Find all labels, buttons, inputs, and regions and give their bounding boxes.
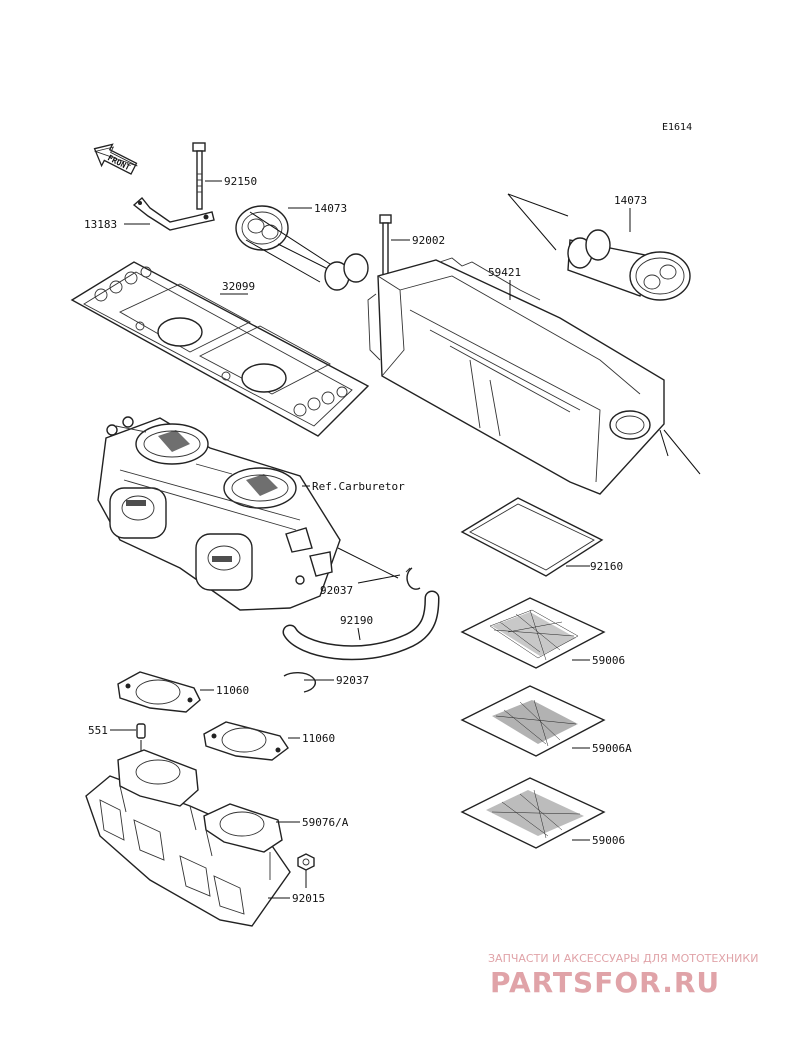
gasket-11060-lower <box>203 721 300 761</box>
watermark-brand: PARTSFOR.RU <box>490 966 720 999</box>
label-ref-carburetor: Ref.Carburetor <box>312 480 405 493</box>
label-92037-upper: 92037 <box>320 584 353 597</box>
gasket-11060-upper <box>117 671 214 713</box>
seal-92160 <box>460 497 604 577</box>
label-14073-right: 14073 <box>614 194 647 207</box>
label-92150: 92150 <box>224 175 257 188</box>
label-14073-left: 14073 <box>314 202 347 215</box>
bracket-13183 <box>124 196 215 231</box>
label-92015: 92015 <box>292 892 325 905</box>
label-92190: 92190 <box>340 614 373 627</box>
label-32099: 32099 <box>222 280 255 293</box>
screen-59006A <box>460 685 606 757</box>
label-11060-lower: 11060 <box>302 732 335 745</box>
label-59006-top: 59006 <box>592 654 625 667</box>
label-92160: 92160 <box>590 560 623 573</box>
front-arrow-icon: FRONT <box>93 143 138 175</box>
nut-92015 <box>268 853 315 899</box>
label-11060-upper: 11060 <box>216 684 249 697</box>
intake-manifold-59076 <box>85 749 300 927</box>
watermark-tagline: ЗАПЧАСТИ И АКСЕССУАРЫ ДЛЯ МОТОТЕХНИКИ <box>488 952 758 965</box>
screen-59006-top <box>460 597 606 669</box>
bolt-92150 <box>192 142 222 210</box>
label-92037-lower: 92037 <box>336 674 369 687</box>
label-59006A: 59006A <box>592 742 632 755</box>
hose-92190 <box>282 590 440 661</box>
label-59076-A: 59076/A <box>302 816 349 829</box>
label-59006-bottom: 59006 <box>592 834 625 847</box>
funnel-14073-left <box>235 205 369 291</box>
label-59421: 59421 <box>488 266 521 279</box>
diagram-code: E1614 <box>662 122 692 133</box>
screen-59006-bottom <box>460 777 606 849</box>
funnel-14073-right <box>567 208 691 301</box>
watermark: ЗАПЧАСТИ И АКСЕССУАРЫ ДЛЯ МОТОТЕХНИКИ PA… <box>488 952 758 999</box>
label-551: 551 <box>88 724 108 737</box>
carburetor-assembly <box>97 416 341 611</box>
label-13183: 13183 <box>84 218 117 231</box>
base-plate-32099 <box>70 261 370 437</box>
clip-92037-lower <box>283 672 334 693</box>
air-box-cover-59421 <box>367 257 665 495</box>
label-92002: 92002 <box>412 234 445 247</box>
pin-551 <box>110 723 146 760</box>
clip-92037-upper <box>357 567 421 590</box>
